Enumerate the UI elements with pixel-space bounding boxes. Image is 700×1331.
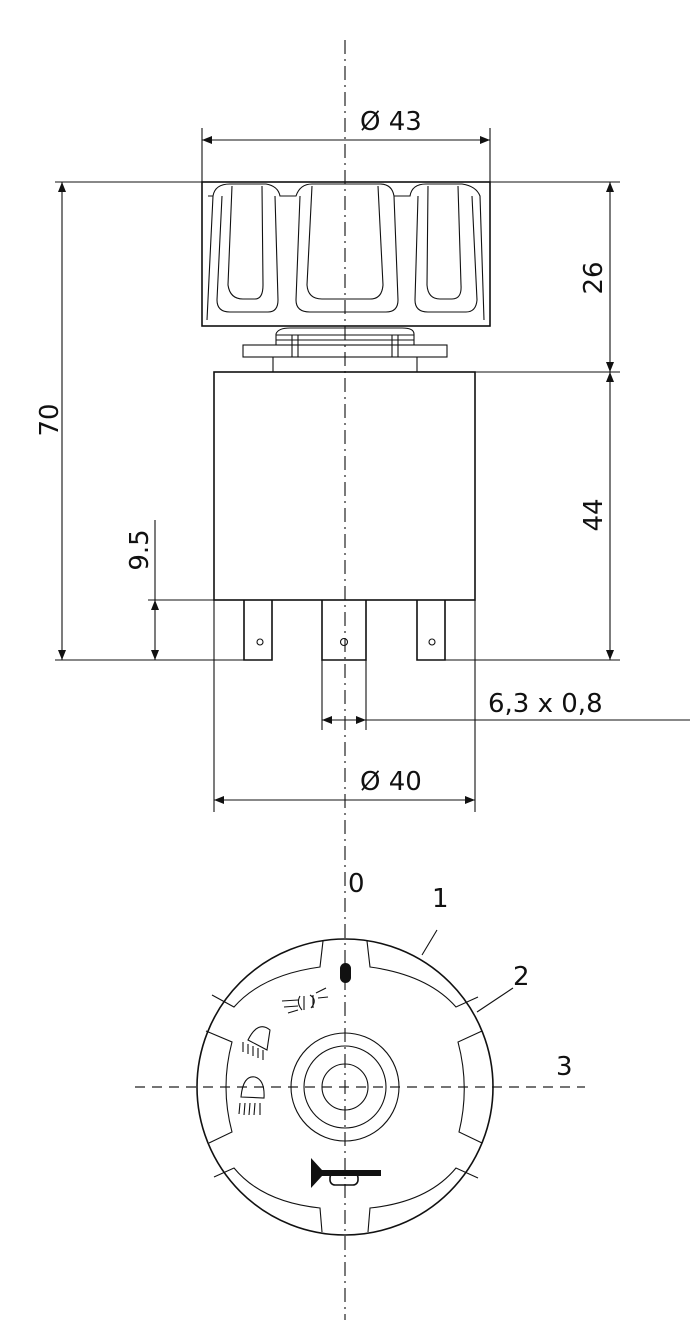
collar	[242, 327, 448, 372]
top-view	[135, 929, 585, 1236]
position-label-1: 1	[432, 884, 449, 914]
body-diameter-label: Ø 40	[360, 767, 422, 797]
low-beam-icon	[242, 1026, 271, 1060]
horn-icon	[311, 1158, 381, 1188]
terminals	[243, 600, 446, 661]
dimension-lines	[58, 136, 690, 804]
total-height-label: 70	[35, 403, 65, 436]
terminal-size-label: 6,3 x 0,8	[488, 689, 603, 719]
knob	[201, 181, 491, 327]
position-label-3: 3	[556, 1052, 573, 1082]
switch-body	[213, 371, 476, 601]
position-label-0: 0	[348, 869, 365, 899]
extension-lines	[55, 128, 620, 812]
terminal-length-label: 9.5	[125, 529, 155, 570]
parking-light-icon	[281, 987, 329, 1014]
high-beam-icon	[238, 1076, 265, 1116]
position-indicator	[340, 963, 351, 983]
knob-diameter-label: Ø 43	[360, 107, 422, 137]
position-label-2: 2	[513, 962, 530, 992]
body-height-label: 44	[579, 498, 609, 531]
knob-height-label: 26	[579, 261, 609, 294]
